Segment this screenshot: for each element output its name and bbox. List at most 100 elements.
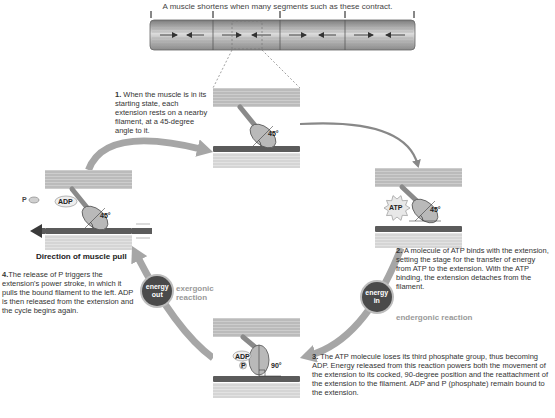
filament-stripe (45, 249, 132, 250)
right-angle-mark (259, 370, 265, 376)
panel-label: ATP (389, 204, 402, 212)
cycle-arrow (300, 123, 418, 164)
muscle-panel (213, 318, 300, 398)
step-text: 2. A molecule of ATP binds with the exte… (396, 246, 552, 291)
art-part (152, 47, 413, 48)
panel-label: P (241, 362, 246, 370)
filament-stripe (213, 99, 300, 100)
filament-stripe (213, 167, 300, 168)
diagram-title: A muscle shortens when many segments suc… (0, 2, 555, 11)
art-part (213, 50, 232, 88)
filament-stripe (213, 320, 300, 321)
thick-filament (213, 88, 300, 107)
filament-stripe (213, 385, 300, 386)
filament-stripe (213, 161, 300, 162)
angle-arc (259, 140, 261, 146)
released-phosphate (29, 197, 39, 203)
phosphate (240, 362, 247, 369)
angle-arc (91, 222, 93, 228)
filament-stripe (213, 394, 300, 395)
art-part (262, 50, 300, 88)
filament-stripe (45, 246, 132, 247)
panel-ground (45, 170, 132, 250)
zoom-line (213, 21, 300, 88)
art-part (136, 238, 150, 239)
myosin-neck (243, 337, 255, 347)
filament-stripe (375, 176, 462, 177)
art-part (213, 20, 214, 50)
panel-ground (213, 88, 300, 168)
art-part (160, 35, 177, 36)
cycle-panel: 45° (213, 88, 300, 168)
reaction-label: endergonic reaction (396, 313, 496, 322)
filament-stripe (213, 164, 300, 165)
thin-filament (213, 146, 300, 152)
adp-molecule (55, 196, 77, 207)
panel-ground (213, 318, 300, 398)
filament-stripe (375, 235, 462, 236)
filament-stripe (213, 155, 300, 156)
art-part (222, 35, 241, 36)
muscle-panel (375, 168, 462, 248)
art-part (354, 35, 373, 36)
filament-stripe (45, 181, 132, 182)
art-part (152, 38, 413, 39)
art-part (319, 35, 336, 36)
filament-stripe (213, 326, 300, 327)
art-part (152, 44, 413, 45)
filament-stripe (45, 240, 132, 241)
art-part (136, 224, 150, 225)
cycle-arrow (310, 248, 402, 355)
filament-stripe (213, 105, 300, 106)
filament-stripe (213, 93, 300, 94)
muscle-fiber (150, 20, 415, 50)
myosin-head (78, 201, 113, 234)
adp-molecule (233, 351, 251, 361)
cycle-panel: ADP45° (45, 170, 132, 250)
filament-stripe (213, 391, 300, 392)
art-part (152, 23, 413, 24)
myosin-head (408, 194, 443, 227)
art-part (280, 11, 281, 18)
art-part (289, 35, 306, 36)
atp-burst (384, 196, 410, 221)
cycle-panel: ATP 45° (375, 168, 462, 248)
filament-stripe (375, 179, 462, 180)
panel-label: ADP (235, 353, 250, 361)
filament-stripe (375, 173, 462, 174)
art-part (232, 21, 262, 49)
contraction-arrow (160, 35, 405, 36)
filament-stripe (213, 96, 300, 97)
panel-label: 45° (100, 212, 111, 220)
art-part (187, 35, 204, 36)
filament-stripe (45, 187, 132, 188)
segment-tick (151, 11, 414, 18)
filament-stripe (375, 185, 462, 186)
fiber-texture (152, 23, 413, 47)
filament-stripe (45, 237, 132, 238)
filament-stripe (375, 182, 462, 183)
filament-stripe (213, 90, 300, 91)
cycle-panel: ADPP90° (213, 318, 300, 398)
filament-stripe (375, 244, 462, 245)
direction-label: Direction of muscle pull (36, 252, 146, 261)
art-part (345, 11, 346, 18)
energy-badge: energy in (362, 282, 392, 312)
filament-stripe (213, 323, 300, 324)
filament-stripe (213, 388, 300, 389)
art-part (152, 41, 413, 42)
step-text: 1. When the muscle is in its starting st… (115, 90, 210, 135)
lower-band (45, 235, 132, 250)
phosphate-label: P (22, 196, 32, 204)
thick-filament (45, 170, 132, 189)
myosin-head (246, 119, 281, 152)
thin-filament (375, 226, 462, 232)
thin-filament (213, 376, 300, 382)
thick-filament (213, 318, 300, 337)
panel-label: 45° (430, 206, 441, 214)
edge-label: energy out (142, 283, 172, 299)
pull-arrowhead (30, 224, 42, 238)
art-part (345, 20, 346, 50)
motion-line (136, 224, 150, 238)
